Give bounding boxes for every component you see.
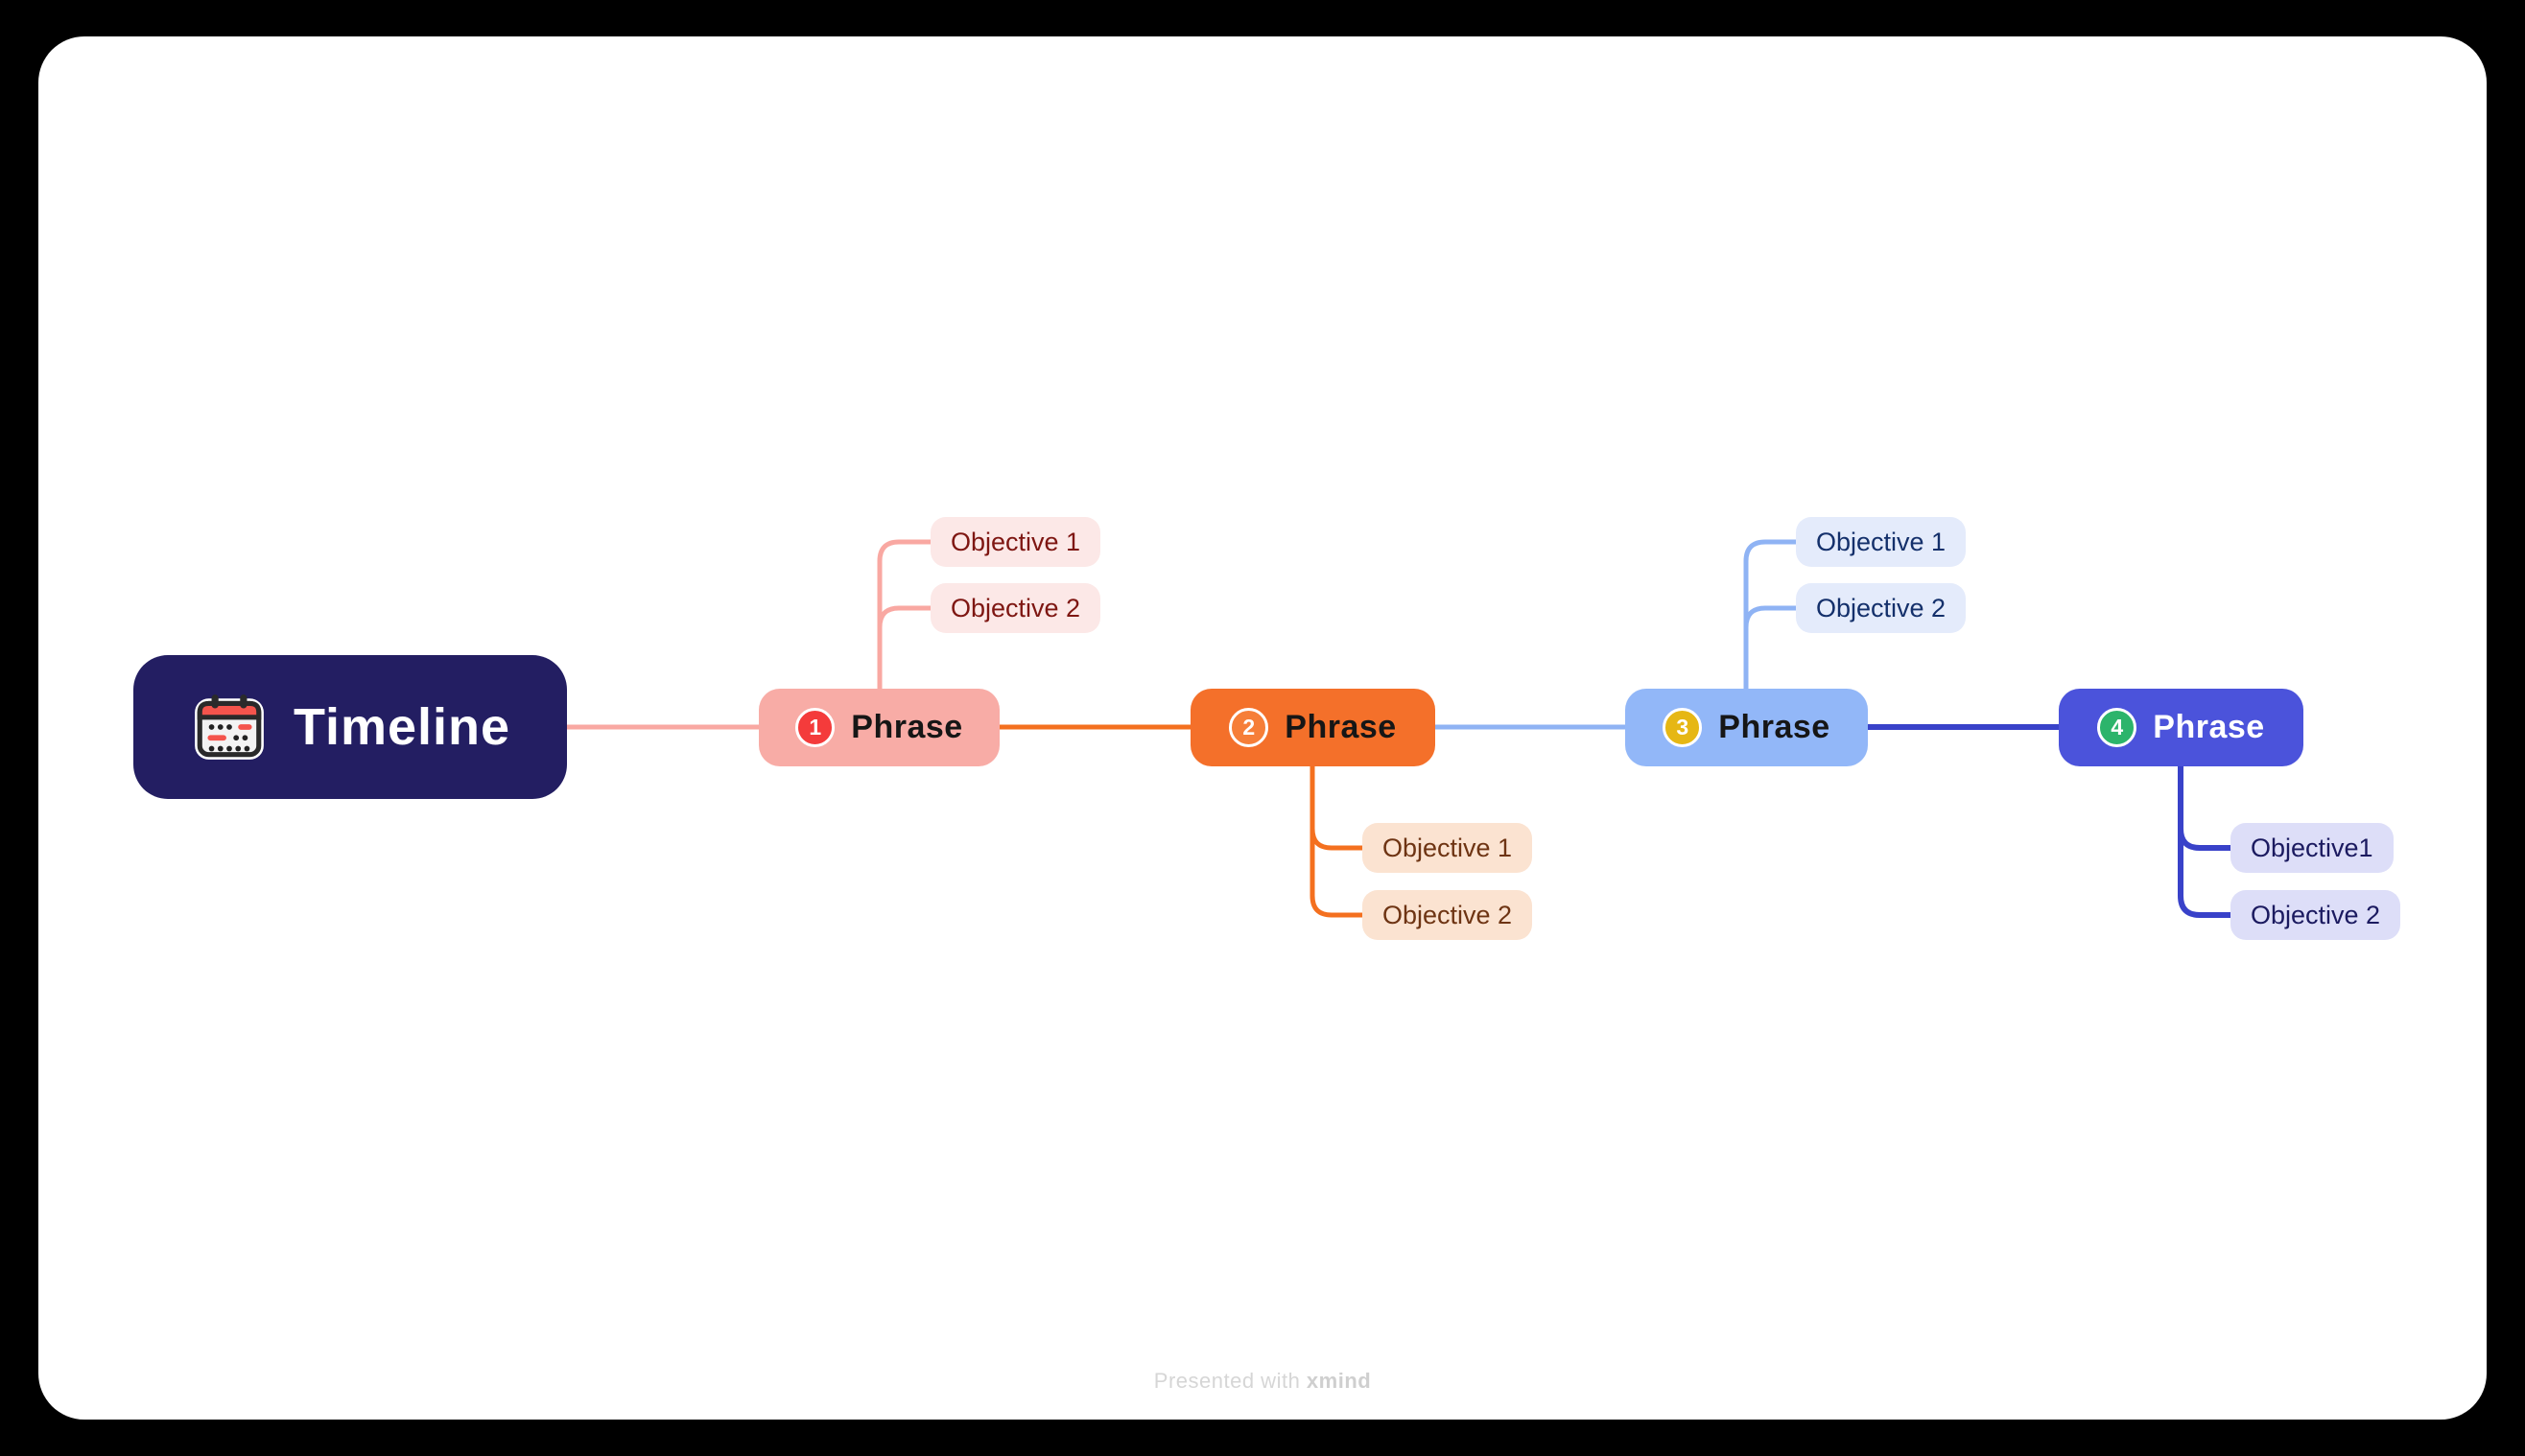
calendar-icon [195,694,264,760]
phase-2-number-badge: 2 [1229,708,1269,747]
root-topic-timeline[interactable]: Timeline [133,655,567,799]
phase-3-label: Phrase [1718,709,1830,745]
phase-4-objective-1[interactable]: Objective1 [2230,823,2394,873]
phase-3-number-badge: 3 [1663,708,1703,747]
phase-node-2[interactable]: 2 Phrase [1191,689,1435,766]
phase-1-objective-2[interactable]: Objective 2 [931,583,1101,633]
phase-2-objective-1[interactable]: Objective 1 [1362,823,1533,873]
phase-node-4[interactable]: 4 Phrase [2059,689,2303,766]
phase-1-label: Phrase [851,709,963,745]
phase-4-number-badge: 4 [2097,708,2137,747]
phase-2-label: Phrase [1285,709,1397,745]
phase-2-objective-2[interactable]: Objective 2 [1362,890,1533,940]
phase-node-3[interactable]: 3 Phrase [1625,689,1868,766]
footer-brand-xmind: xmind [1306,1369,1372,1393]
phase-1-objective-1[interactable]: Objective 1 [931,517,1101,567]
presented-with-footer: Presented with xmind [1154,1369,1371,1394]
phase-node-1[interactable]: 1 Phrase [759,689,1000,766]
footer-prefix: Presented with [1153,1369,1307,1393]
phase-4-label: Phrase [2153,709,2265,745]
phase-1-number-badge: 1 [795,708,836,747]
phase-3-objective-2[interactable]: Objective 2 [1796,583,1967,633]
phase-4-objective-2[interactable]: Objective 2 [2230,890,2401,940]
root-topic-label: Timeline [293,698,511,756]
phase-3-objective-1[interactable]: Objective 1 [1796,517,1967,567]
